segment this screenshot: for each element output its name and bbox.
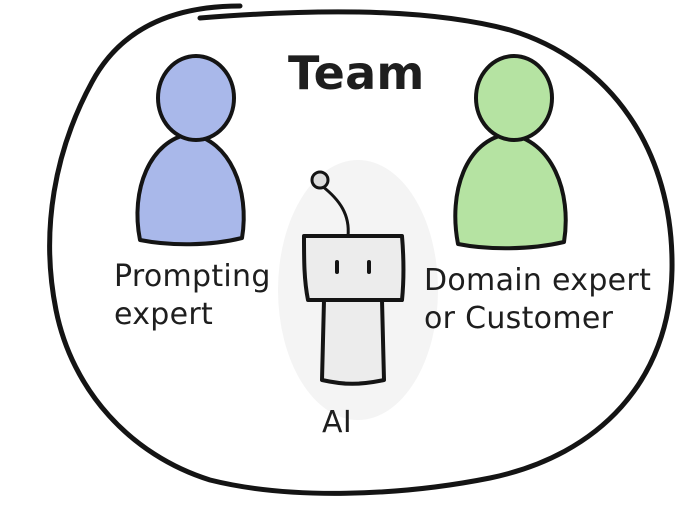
prompting-expert-label-line2: expert [114,297,214,332]
domain-expert-body [453,132,568,251]
prompting-expert-figure [135,54,246,247]
prompting-expert-body [135,132,246,247]
ai-head [302,234,406,302]
ai-antenna-ball [310,170,330,190]
team-title: Team [288,46,425,100]
ai-body [320,298,386,386]
ai-robot-figure [278,160,438,420]
prompting-expert-label-line1: Prompting [114,259,271,294]
domain-expert-head [474,54,554,142]
ai-label: AI [322,405,352,440]
domain-expert-label-line1: Domain expert [424,263,652,298]
team-boundary [47,3,675,496]
prompting-expert-head [156,54,236,142]
domain-expert-label-line2: or Customer [424,301,614,336]
domain-expert-label: Domain expert or Customer [424,262,651,338]
domain-expert-figure [453,54,568,251]
ai-antenna [320,184,350,238]
prompting-expert-label: Prompting expert [114,258,271,334]
